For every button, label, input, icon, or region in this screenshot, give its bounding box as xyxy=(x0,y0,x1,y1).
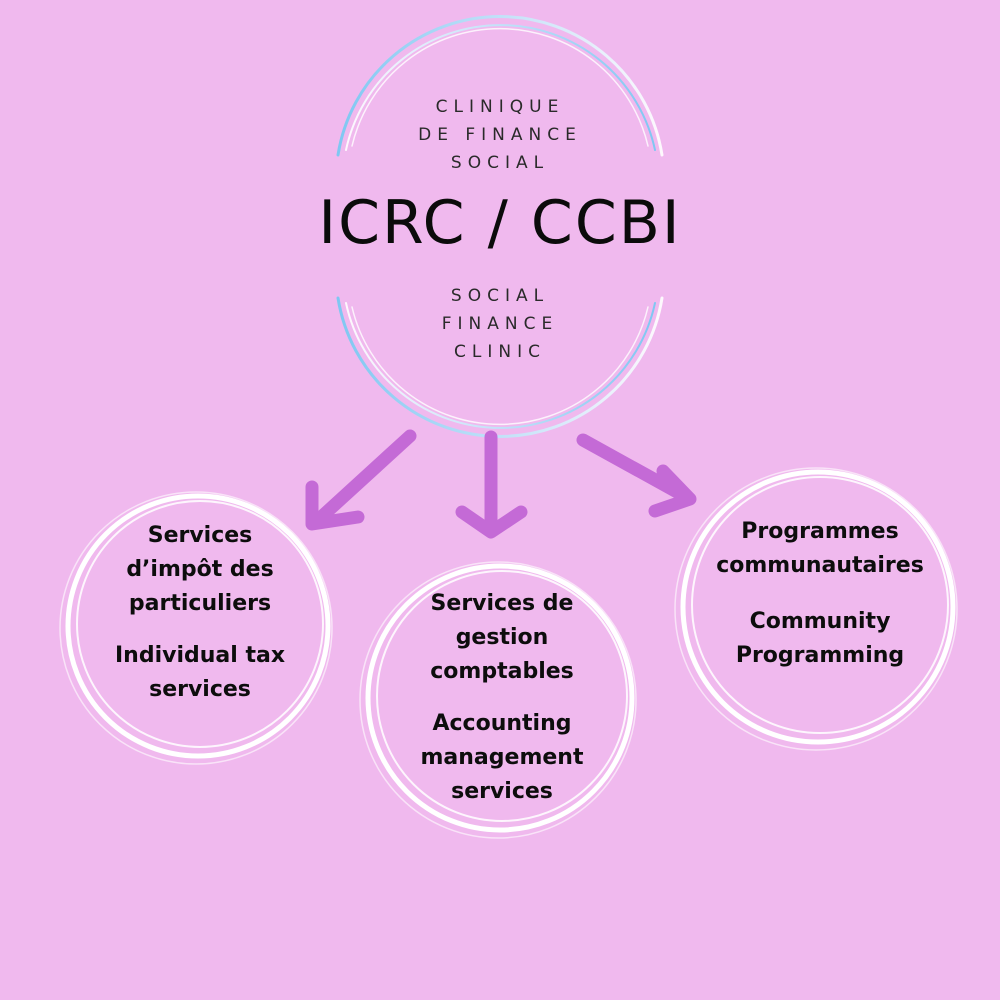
subtitle-fr-line-1: CLINIQUE xyxy=(435,97,565,117)
service-en-line: Community xyxy=(749,609,891,634)
service-fr-line: Services xyxy=(147,523,253,548)
subtitle-en-line-1: SOCIAL xyxy=(450,286,550,306)
subtitle-fr-line-2: DE FINANCE xyxy=(418,125,582,145)
service-fr-line: comptables xyxy=(430,659,574,684)
service-en-line: Accounting xyxy=(432,711,572,736)
subtitle-fr-line-3: SOCIAL xyxy=(450,153,550,173)
service-fr-line: Programmes xyxy=(741,519,899,544)
arrow-right xyxy=(576,433,697,518)
service-accounting-management: Services de gestion comptables Accountin… xyxy=(380,587,624,809)
circle-middle xyxy=(359,561,637,839)
service-fr-line: communautaires xyxy=(716,553,924,578)
service-fr-line: gestion xyxy=(455,625,549,650)
service-en-line: services xyxy=(451,779,553,804)
service-individual-tax: Services d’impôt des particuliers Indivi… xyxy=(78,519,322,707)
service-en-line: Programming xyxy=(735,643,905,668)
header-ring xyxy=(336,15,664,438)
page-title: ICRC / CCBI xyxy=(318,188,682,258)
circle-left xyxy=(59,491,333,765)
service-fr-line: particuliers xyxy=(128,591,272,616)
subtitle-en-line-2: FINANCE xyxy=(441,314,559,334)
service-fr-line: Services de xyxy=(430,591,574,616)
service-community-programming: Programmes communautaires Community Prog… xyxy=(688,515,952,673)
service-en-line: services xyxy=(149,677,251,702)
arrow-left xyxy=(305,429,417,531)
service-fr-line: d’impôt des xyxy=(126,557,274,582)
circle-right xyxy=(674,467,958,751)
arrow-down xyxy=(455,430,528,539)
subtitle-en: SOCIAL FINANCE CLINIC xyxy=(350,282,650,366)
subtitle-en-line-3: CLINIC xyxy=(454,342,546,362)
service-en-line: Individual tax xyxy=(114,643,286,668)
subtitle-fr: CLINIQUE DE FINANCE SOCIAL xyxy=(350,93,650,177)
service-en-line: management xyxy=(420,745,584,770)
